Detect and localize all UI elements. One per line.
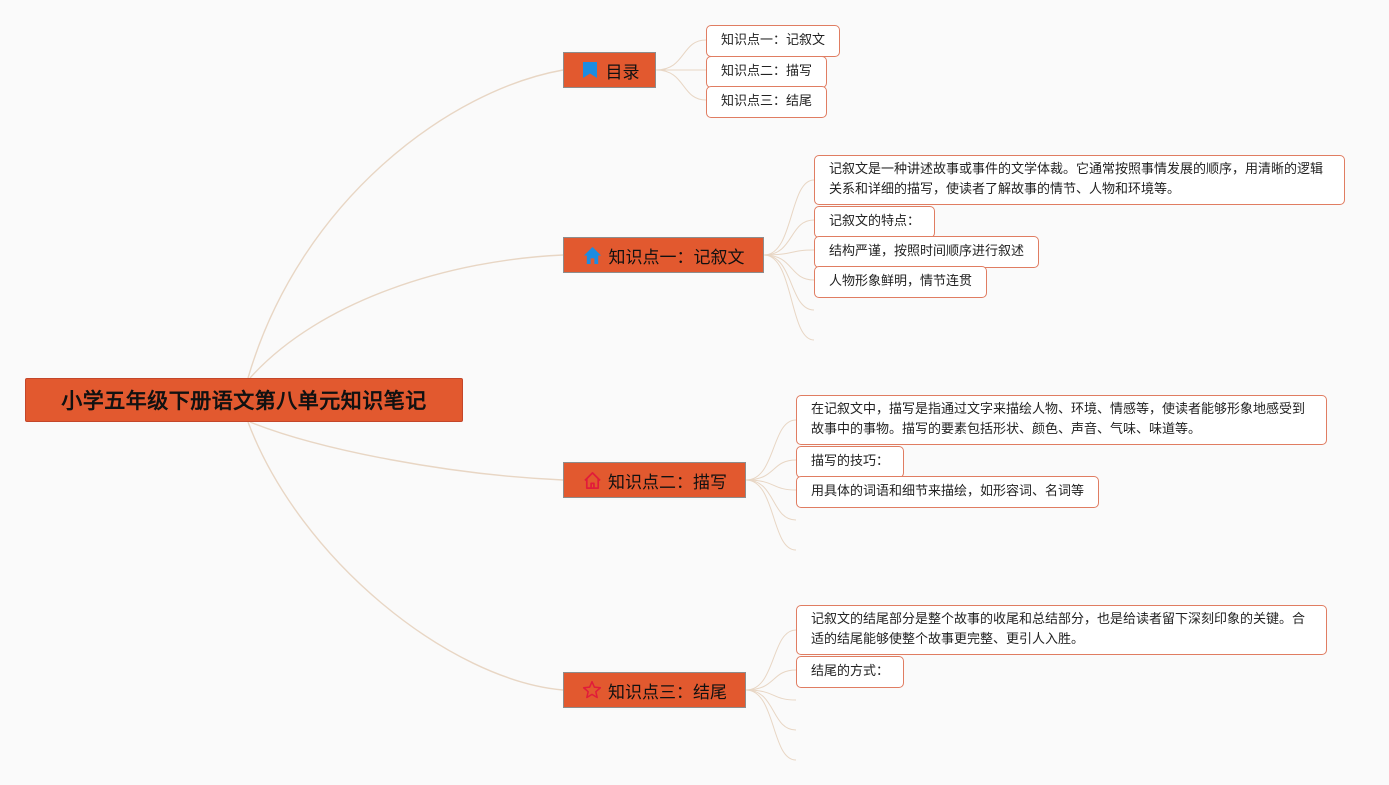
description-techniques-heading[interactable]: 描写的技巧： xyxy=(796,446,905,478)
bookmark-icon xyxy=(580,60,600,80)
connector-narrative-1 xyxy=(763,219,815,256)
connector-description-2 xyxy=(745,479,797,491)
topic-label: 目录 xyxy=(605,62,640,83)
connector-ending-3 xyxy=(745,689,797,731)
narrative-feature-2[interactable]: 人物形象鲜明，情节连贯 xyxy=(814,266,988,298)
topic-toc[interactable]: 目录 xyxy=(563,52,656,88)
toc-item-3[interactable]: 知识点三：结尾 xyxy=(706,86,828,118)
description-definition[interactable]: 在记叙文中，描写是指通过文字来描绘人物、环境、情感等，使读者能够形象地感受到故事… xyxy=(796,395,1327,445)
connector-narrative-0 xyxy=(763,179,815,256)
connector-description-1 xyxy=(745,459,797,481)
connector-ending-1 xyxy=(745,669,797,691)
toc-item-1[interactable]: 知识点一：记叙文 xyxy=(706,25,841,57)
narrative-features-heading[interactable]: 记叙文的特点： xyxy=(814,206,936,238)
topic-description[interactable]: 知识点二：描写 xyxy=(563,462,746,498)
star-icon xyxy=(582,680,602,700)
narrative-definition[interactable]: 记叙文是一种讲述故事或事件的文学体裁。它通常按照事情发展的顺序，用清晰的逻辑关系… xyxy=(814,155,1345,205)
connector-ending-0 xyxy=(745,629,797,691)
connector-ending-4 xyxy=(745,689,797,761)
connector-narrative-4 xyxy=(763,254,815,311)
connector-narrative-5 xyxy=(763,254,815,341)
topic-ending[interactable]: 知识点三：结尾 xyxy=(563,672,746,708)
connector-toc-0 xyxy=(655,39,707,71)
topic-label: 知识点一：记叙文 xyxy=(608,247,745,268)
narrative-feature-1[interactable]: 结构严谨，按照时间顺序进行叙述 xyxy=(814,236,1040,268)
connector-root-narrative xyxy=(249,254,564,379)
connector-root-description xyxy=(249,421,564,481)
house-outline-icon xyxy=(582,470,602,490)
connector-root-toc xyxy=(247,69,564,379)
ending-definition[interactable]: 记叙文的结尾部分是整个故事的收尾和总结部分，也是给读者留下深刻印象的关键。合适的… xyxy=(796,605,1327,655)
connector-description-0 xyxy=(745,419,797,481)
connector-toc-2 xyxy=(655,69,707,101)
description-technique-1[interactable]: 用具体的词语和细节来描绘，如形容词、名词等 xyxy=(796,476,1100,508)
connector-ending-2 xyxy=(745,689,797,701)
connector-narrative-2 xyxy=(763,249,815,256)
connector-description-4 xyxy=(745,479,797,551)
connector-root-ending xyxy=(247,421,564,691)
topic-label: 知识点二：描写 xyxy=(608,472,727,493)
home-icon xyxy=(583,245,603,265)
ending-methods-heading[interactable]: 结尾的方式： xyxy=(796,656,905,688)
toc-item-2[interactable]: 知识点二：描写 xyxy=(706,56,828,88)
topic-label: 知识点三：结尾 xyxy=(608,682,727,703)
topic-narrative[interactable]: 知识点一：记叙文 xyxy=(563,237,764,273)
connector-narrative-3 xyxy=(763,254,815,281)
central-topic[interactable]: 小学五年级下册语文第八单元知识笔记 xyxy=(25,378,463,422)
connector-description-3 xyxy=(745,479,797,521)
